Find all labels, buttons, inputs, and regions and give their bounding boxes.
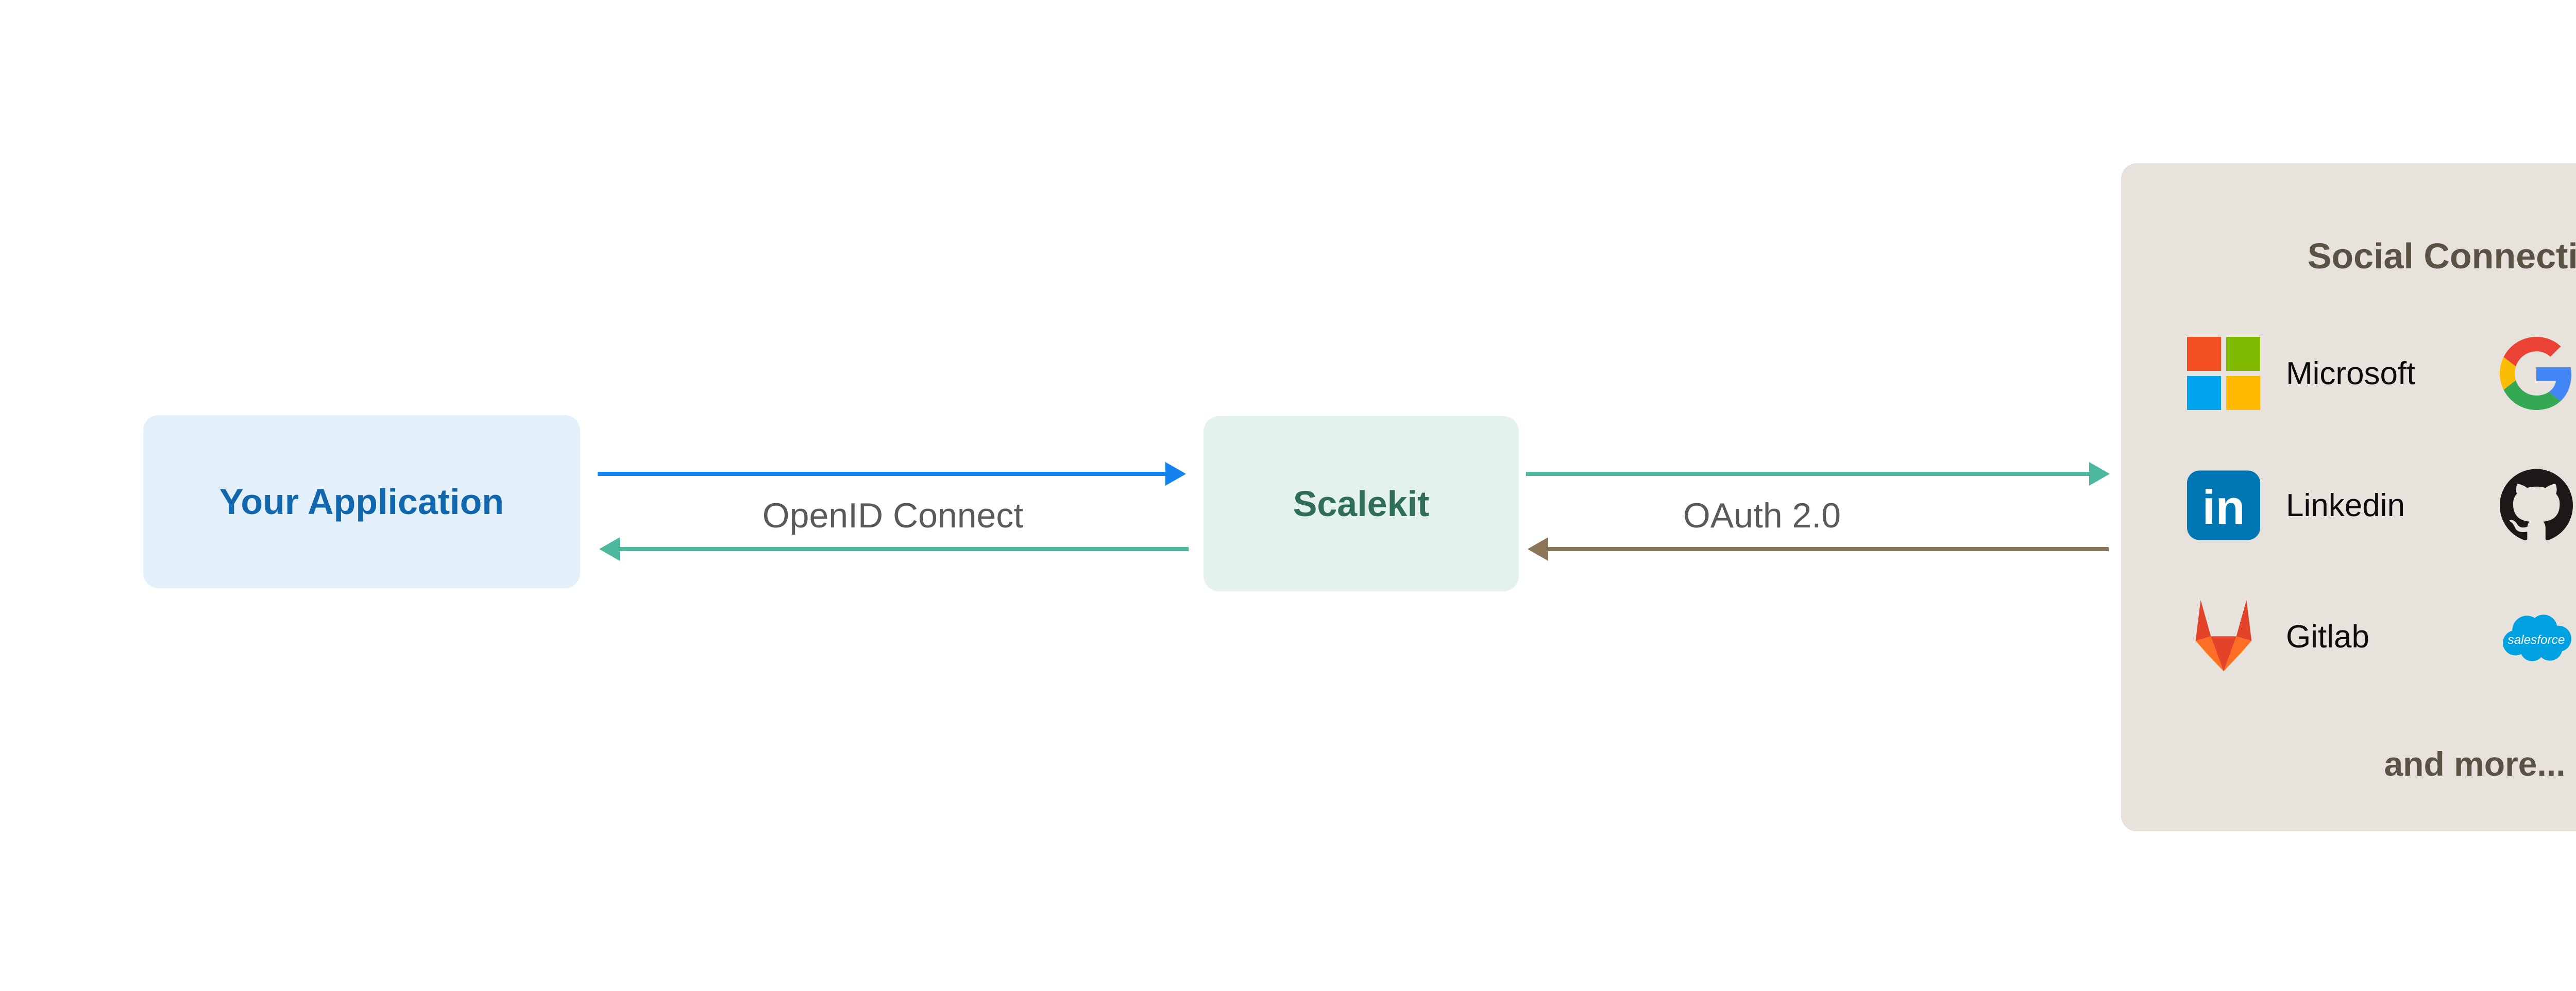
provider-label: Microsoft [2286, 355, 2416, 391]
openid-connect-label: OpenID Connect [762, 496, 1024, 535]
oauth-request-arrow-shaft [1526, 472, 2089, 476]
oauth-response-arrowhead-icon [1528, 537, 1548, 561]
svg-text:in: in [2202, 480, 2245, 534]
linkedin-icon: in [2187, 469, 2260, 542]
provider-github: Github [2500, 439, 2576, 571]
openid-request-arrow-shaft [598, 472, 1165, 476]
gitlab-icon [2187, 600, 2260, 673]
scalekit-label: Scalekit [1293, 484, 1430, 524]
provider-gitlab: Gitlab [2187, 571, 2369, 703]
and-more-label: and more... [2384, 745, 2566, 783]
provider-label: Gitlab [2286, 619, 2369, 655]
github-icon [2500, 469, 2573, 542]
oauth-request-arrowhead-icon [2089, 462, 2110, 486]
openid-response-arrow-shaft [620, 547, 1189, 551]
panel-title: Social Connections [2307, 236, 2576, 276]
provider-label: Linkedin [2286, 487, 2405, 523]
provider-google: Google [2500, 307, 2576, 439]
provider-linkedin: in Linkedin [2187, 439, 2405, 571]
social-connections-panel: Social Connections Microsoft Google [2121, 163, 2576, 831]
microsoft-icon [2187, 337, 2260, 410]
svg-text:salesforce: salesforce [2508, 633, 2565, 647]
salesforce-icon: salesforce [2500, 600, 2573, 673]
oauth-label: OAuth 2.0 [1683, 496, 1841, 535]
google-icon [2500, 337, 2573, 410]
openid-request-arrowhead-icon [1165, 462, 1186, 486]
scalekit-node: Scalekit [1204, 416, 1519, 591]
your-application-node: Your Application [143, 415, 580, 588]
openid-response-arrowhead-icon [599, 537, 620, 561]
provider-salesforce: salesforce Salesforce [2500, 571, 2576, 703]
your-application-label: Your Application [219, 482, 504, 522]
provider-microsoft: Microsoft [2187, 307, 2415, 439]
oauth-response-arrow-shaft [1548, 547, 2109, 551]
